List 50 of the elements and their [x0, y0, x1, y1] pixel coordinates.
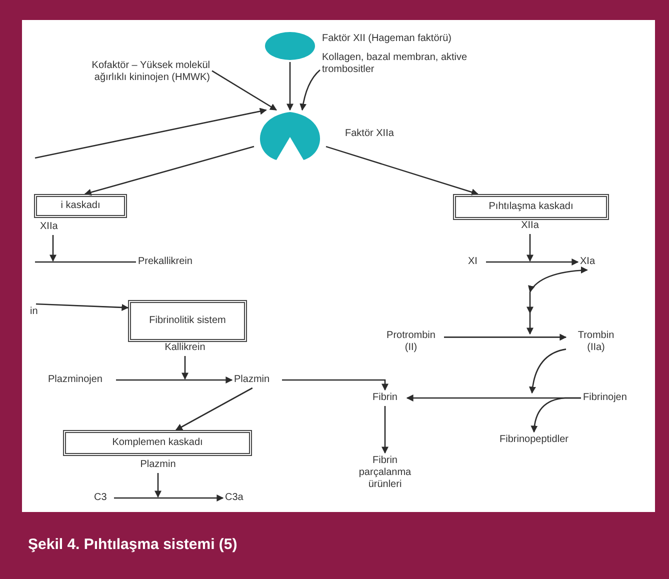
node-caption: Faktör XIIa — [345, 128, 394, 140]
factor-ellipse — [265, 32, 315, 60]
node-label: Trombin (IIa) — [568, 330, 624, 354]
node-label: XIIa — [40, 221, 66, 233]
arrow — [382, 406, 388, 454]
node-label: Fibrinopeptidler — [488, 434, 580, 446]
node-label: XIIa — [515, 220, 545, 232]
arrow — [212, 70, 277, 111]
node-label: Fibrin parçalanma ürünleri — [354, 455, 416, 491]
arrow — [486, 258, 579, 266]
node-label: Protrombin (II) — [380, 330, 442, 354]
node-label: Prekallikrein — [138, 256, 218, 268]
node-label: C3 — [94, 492, 112, 504]
node-caption: Faktör XII (Hageman faktörü) — [322, 33, 452, 45]
arrow — [286, 62, 294, 111]
figure-caption: Şekil 4. Pıhtılaşma sistemi (5) — [28, 536, 238, 553]
node-label: Fibrinojen — [583, 392, 643, 404]
arrow — [529, 348, 567, 394]
arrow — [530, 397, 581, 433]
node-label: Plazmin — [128, 459, 188, 471]
node-label: XI — [468, 256, 484, 268]
arrow — [182, 356, 188, 380]
node-label: XIa — [580, 256, 604, 268]
process-box: Fibrinolitik sistem — [130, 302, 245, 340]
node-label: C3a — [225, 492, 251, 504]
node-label: Kofaktör – Yüksek molekül ağırlıklı kininojen (HMWK) — [90, 60, 210, 84]
connector-line — [35, 261, 136, 263]
arrow — [526, 266, 588, 335]
arrow — [154, 473, 162, 498]
process-box: i kaskadı — [36, 196, 125, 216]
process-box: Komplemen kaskadı — [65, 432, 250, 454]
arrow — [34, 108, 267, 159]
arrow — [114, 494, 224, 502]
arrow — [36, 303, 129, 311]
arrow — [175, 387, 253, 431]
arrow — [282, 379, 388, 391]
node-label: Plazminojen — [48, 374, 114, 386]
arrow — [326, 146, 478, 196]
arrow — [50, 235, 56, 262]
arrow — [300, 69, 321, 111]
arrow — [526, 234, 534, 262]
node-label: Kollagen, bazal membran, aktive trombositler — [322, 52, 487, 76]
process-box: Pıhtılaşma kaskadı — [455, 196, 607, 218]
node-label: Kallikrein — [155, 342, 215, 354]
arrow — [116, 376, 233, 384]
arrow — [84, 146, 254, 196]
node-label: in — [30, 306, 50, 318]
node-label: Plazmin — [234, 374, 280, 386]
node-label: Fibrin — [365, 392, 405, 404]
arrow — [444, 334, 567, 341]
